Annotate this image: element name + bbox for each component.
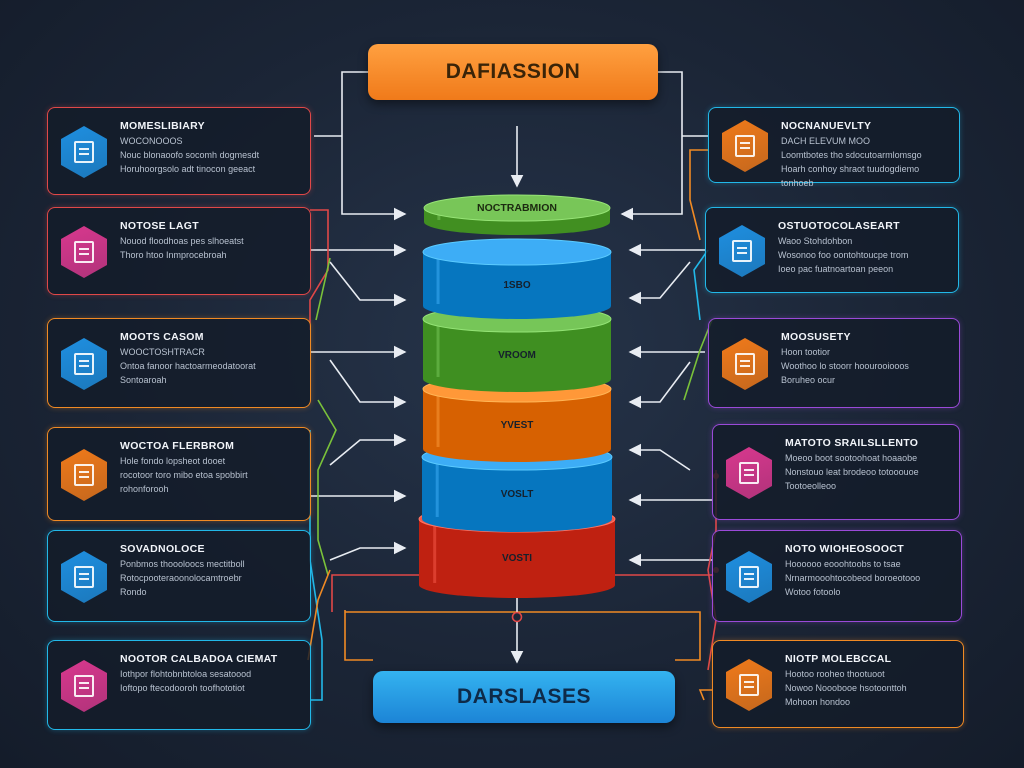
card-title: OSTUOTOCOLASEART xyxy=(778,220,900,232)
left-card-5: SOVADNOLOCE Ponbmos thoooloocs mectitboll… xyxy=(47,530,311,622)
card-text-line: Mohoon hondoo xyxy=(785,697,851,707)
card-text-line: Horuhoorgsolo adt tinocon geeact xyxy=(120,164,256,174)
book-icon xyxy=(719,225,765,277)
layers-icon-glyph xyxy=(74,464,94,486)
flame-icon xyxy=(726,659,772,711)
right-card-4: MATOTO SRAILSLLENTO Moeoo boot sootoohoat… xyxy=(712,424,960,520)
database-icon-glyph xyxy=(74,141,94,163)
flame-icon-glyph xyxy=(739,674,759,696)
chart-icon xyxy=(61,551,107,603)
left-card-3: MOOTS CASOM WOOCTOSHTRACR Ontoa fanoor hac… xyxy=(47,318,311,408)
stack-layer-1-label: NOCTRABMION xyxy=(477,202,557,214)
left-card-4: WOCTOA FLERBROM Hole fondo lopsheot dooet… xyxy=(47,427,311,521)
top-banner-label: DAFIASSION xyxy=(445,60,581,83)
card-text-line: Rondo xyxy=(120,587,147,597)
cube-icon-glyph xyxy=(735,135,755,157)
left-card-6: NOOTOR CALBADOA CIEMAT Iothpor flohtobnbt… xyxy=(47,640,311,730)
book-icon-glyph xyxy=(732,240,752,262)
card-text-line: Ontoa fanoor hactoarmeodatoorat xyxy=(120,361,256,371)
card-text-line: Nonstouo leat brodeoo totooouoe xyxy=(785,467,919,477)
flask-icon xyxy=(726,551,772,603)
card-text-line: Loomtbotes tho sdocutoarmlomsgo xyxy=(781,150,922,160)
top-banner: DAFIASSION xyxy=(368,44,658,100)
card-text-line: Ponbmos thoooloocs mectitboll xyxy=(120,559,245,569)
card-text-line: Hoooooo eooohtoobs to tsae xyxy=(785,559,901,569)
building-icon-glyph xyxy=(739,462,759,484)
card-text-line: Ioeo pac fuatnoartoan peeon xyxy=(778,264,894,274)
card-title: NOOTOR CALBADOA CIEMAT xyxy=(120,653,278,665)
layers-icon xyxy=(61,449,107,501)
document-icon xyxy=(722,338,768,390)
person-icon xyxy=(61,226,107,278)
card-text-line: Wosonoo foo oontohtoucpe trom xyxy=(778,250,909,260)
stack-layer-3-label: VROOM xyxy=(498,350,536,361)
bottom-banner-label: DARSLASES xyxy=(456,685,592,708)
right-card-1: NOCNANUEVLTY DACH ELEVUM MOO Loomtbotes th… xyxy=(708,107,960,188)
card-title: MOMESLIBIARY xyxy=(120,120,205,132)
card-text-line: Nouod floodhoas pes slhoeatst xyxy=(120,236,244,246)
stack-layer-2-label: 1SBO xyxy=(503,280,531,291)
card-title: MATOTO SRAILSLLENTO xyxy=(785,437,919,449)
chart-icon-glyph xyxy=(74,566,94,588)
card-text-line: Nrnarmooohtocobeod boroeotooo xyxy=(785,573,921,583)
left-card-1: MOMESLIBIARY WOCONOOOS Nouc blonaoofo soco… xyxy=(47,107,311,195)
card-text-line: Tootoeolleoo xyxy=(785,481,837,491)
card-text-line: Nouc blonaoofo socomh dogmesdt xyxy=(120,150,260,160)
server-icon xyxy=(61,660,107,712)
card-text-line: Iothpor flohtobnbtoloa sesatoood xyxy=(120,669,252,679)
card-title: NOTOSE LAGT xyxy=(120,220,199,232)
right-card-5: NOTO WIOHEOSOOCT Hoooooo eooohtoobs to ts… xyxy=(712,530,962,622)
person-icon-glyph xyxy=(74,241,94,263)
stack-layer-5-label: VOSLT xyxy=(500,489,534,500)
card-text-line: Sontoaroah xyxy=(120,375,167,385)
card-text-line: WOOCTOSHTRACR xyxy=(120,347,205,357)
database-icon xyxy=(61,126,107,178)
card-text-line: DACH ELEVUM MOO xyxy=(781,136,871,146)
card-text-line: Ioftopo ftecodooroh toofhototiot xyxy=(120,683,245,693)
card-text-line: Boruheo ocur xyxy=(781,375,836,385)
card-text-line: tonhoeb xyxy=(781,178,814,188)
document-icon-glyph xyxy=(74,353,94,375)
stack-layer-4-label: YVEST xyxy=(500,420,534,431)
card-text-line: rohonforooh xyxy=(120,484,169,494)
card-text-line: rocotoor toro mibo etoa spobbirt xyxy=(120,470,248,480)
card-text-line: Wotoo fotoolo xyxy=(785,587,841,597)
document-icon xyxy=(61,338,107,390)
card-text-line: Thoro htoo Inmprocebroah xyxy=(120,250,227,260)
card-text-line: Waoo Stohdohbon xyxy=(778,236,853,246)
card-title: WOCTOA FLERBROM xyxy=(120,440,235,452)
card-text-line: Woothoo lo stoorr hoourooiooos xyxy=(781,361,909,371)
cube-icon xyxy=(722,120,768,172)
card-title: NIOTP MOLEBCCAL xyxy=(785,653,892,665)
card-text-line: Hole fondo lopsheot dooet xyxy=(120,456,226,466)
document-icon-glyph xyxy=(735,353,755,375)
card-text-line: Hootoo rooheo thootuoot xyxy=(785,669,885,679)
card-text-line: Rotocpooteraoonolocamtroebr xyxy=(120,573,242,583)
flask-icon-glyph xyxy=(739,566,759,588)
card-title: MOOSUSETY xyxy=(781,331,851,343)
card-text-line: WOCONOOOS xyxy=(120,136,183,146)
card-title: SOVADNOLOCE xyxy=(120,543,205,555)
card-title: NOTO WIOHEOSOOCT xyxy=(785,543,904,555)
left-card-2: NOTOSE LAGT Nouod floodhoas pes slhoeatst… xyxy=(47,207,311,295)
card-text-line: Nowoo Nooobooe hsotoonttoh xyxy=(785,683,907,693)
card-title: MOOTS CASOM xyxy=(120,331,204,343)
card-text-line: Moeoo boot sootoohoat hoaaobe xyxy=(785,453,918,463)
card-text-line: Hoarh conhoy shraot tuudogdiemo xyxy=(781,164,920,174)
stack-layer-2 xyxy=(422,238,612,319)
building-icon xyxy=(726,447,772,499)
card-text-line: Hoon tootior xyxy=(781,347,831,357)
bottom-banner: DARSLASES xyxy=(373,671,675,723)
stack-layer-1 xyxy=(423,194,611,235)
card-title: NOCNANUEVLTY xyxy=(781,120,872,132)
server-icon-glyph xyxy=(74,675,94,697)
stack-layer-6-label: VOSTI xyxy=(501,553,532,564)
